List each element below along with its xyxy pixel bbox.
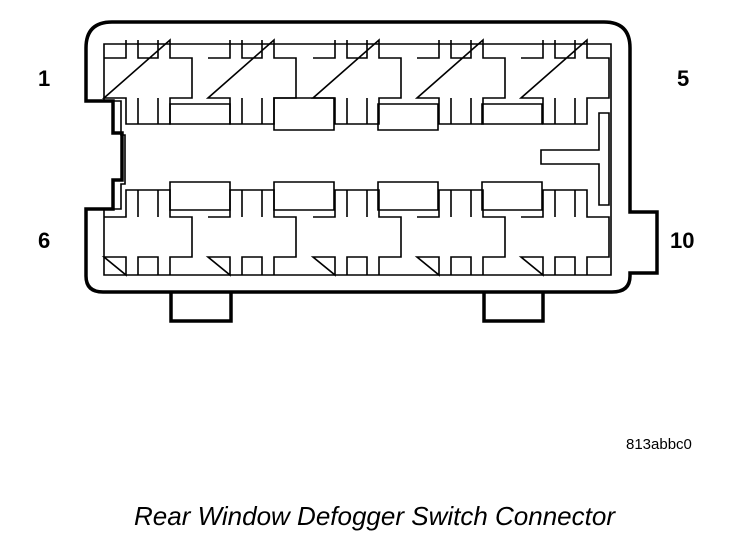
cavity-bridge-1 <box>169 103 231 125</box>
cavity-bridge-7 <box>377 181 439 211</box>
terminal-cavity-3 <box>310 38 402 125</box>
terminal-cavity-1 <box>101 38 193 125</box>
cavity-bridge-5 <box>169 181 231 211</box>
pin-label-5: 5 <box>677 66 689 91</box>
pin-label-10: 10 <box>670 228 694 253</box>
terminal-cavity-10 <box>518 189 610 277</box>
connector-housing-outline <box>84 20 659 294</box>
cavity-bridge-4 <box>481 103 543 125</box>
polarizing-key <box>540 112 610 206</box>
terminal-cavity-2 <box>205 38 297 125</box>
pin-label-6: 6 <box>38 228 50 253</box>
terminal-cavity-9 <box>414 189 506 277</box>
locking-tab-left <box>169 292 233 323</box>
terminal-cavity-6 <box>101 189 193 277</box>
cavity-bridge-2 <box>273 97 335 131</box>
terminal-cavity-4 <box>414 38 506 125</box>
terminal-cavity-5 <box>518 38 610 125</box>
terminal-row-top <box>101 38 610 125</box>
inner-cavity-outline <box>103 43 612 276</box>
diagram-caption: Rear Window Defogger Switch Connector <box>134 501 616 531</box>
terminal-cavity-8 <box>310 189 402 277</box>
locking-tab-right <box>482 292 545 323</box>
terminal-row-bottom <box>101 189 610 277</box>
cavity-bridges <box>169 97 543 211</box>
pin-label-1: 1 <box>38 66 50 91</box>
cavity-bridge-6 <box>273 181 335 211</box>
cavity-bridge-8 <box>481 181 543 211</box>
cavity-bridge-3 <box>377 103 439 131</box>
reference-code: 813abbc0 <box>626 436 692 453</box>
terminal-cavity-7 <box>205 189 297 277</box>
